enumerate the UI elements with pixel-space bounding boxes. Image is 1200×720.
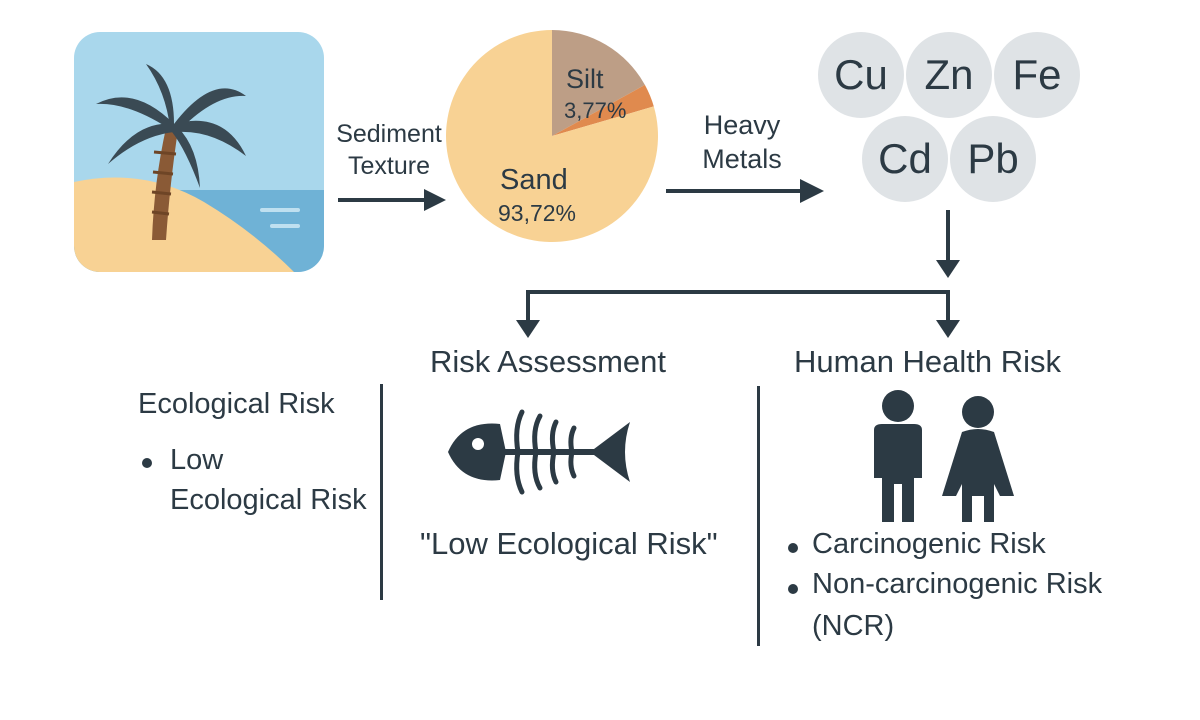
sediment-pie-chart [446, 30, 658, 243]
sediment-texture-line1: Sediment [336, 120, 442, 148]
metal-cd: Cd [862, 116, 948, 202]
ncr-text: (NCR) [812, 610, 895, 642]
human-health-risk-title: Human Health Risk [794, 344, 1062, 379]
silt-value: 3,77% [564, 98, 627, 123]
pie-slice-other [552, 84, 654, 136]
metal-pb: Pb [950, 116, 1036, 202]
pie-slice-sand [446, 30, 658, 243]
health-bullet-dot-1 [788, 543, 798, 553]
heavy-metals-label: Heavy Metals [684, 108, 800, 176]
ecological-bullet-line2: Ecological Risk [170, 484, 367, 516]
risk-assessment-title: Risk Assessment [430, 344, 667, 379]
sediment-texture-label: Sediment Texture [326, 118, 452, 182]
branch-arrows [516, 210, 960, 338]
ecological-risk-title: Ecological Risk [138, 388, 335, 420]
health-bullet-dot-2 [788, 584, 798, 594]
heavy-metals-line2: Metals [702, 144, 782, 174]
sediment-texture-line2: Texture [348, 152, 430, 180]
people-icon [874, 390, 1014, 522]
heavy-metals-line1: Heavy [703, 110, 781, 140]
arrow-to-metals [666, 179, 824, 203]
ecological-bullet-dot [142, 458, 152, 468]
pie-slice-silt [552, 30, 645, 136]
non-carcinogenic-risk-text: Non-carcinogenic Risk [812, 568, 1103, 600]
sand-value: 93,72% [498, 200, 577, 226]
ecological-bullet-line1: Low [170, 444, 224, 476]
carcinogenic-risk-text: Carcinogenic Risk [812, 528, 1046, 560]
metal-cu: Cu [818, 32, 904, 118]
fish-skeleton-icon [448, 409, 630, 495]
metal-fe: Fe [994, 32, 1080, 118]
divider-left [380, 384, 383, 600]
palm-beach-icon [74, 32, 324, 272]
metal-zn: Zn [906, 32, 992, 118]
arrow-to-pie [338, 189, 446, 211]
sand-label: Sand [500, 164, 568, 196]
divider-right [757, 386, 760, 646]
silt-label: Silt [566, 64, 604, 94]
low-ecological-risk-quote: "Low Ecological Risk" [420, 526, 718, 561]
